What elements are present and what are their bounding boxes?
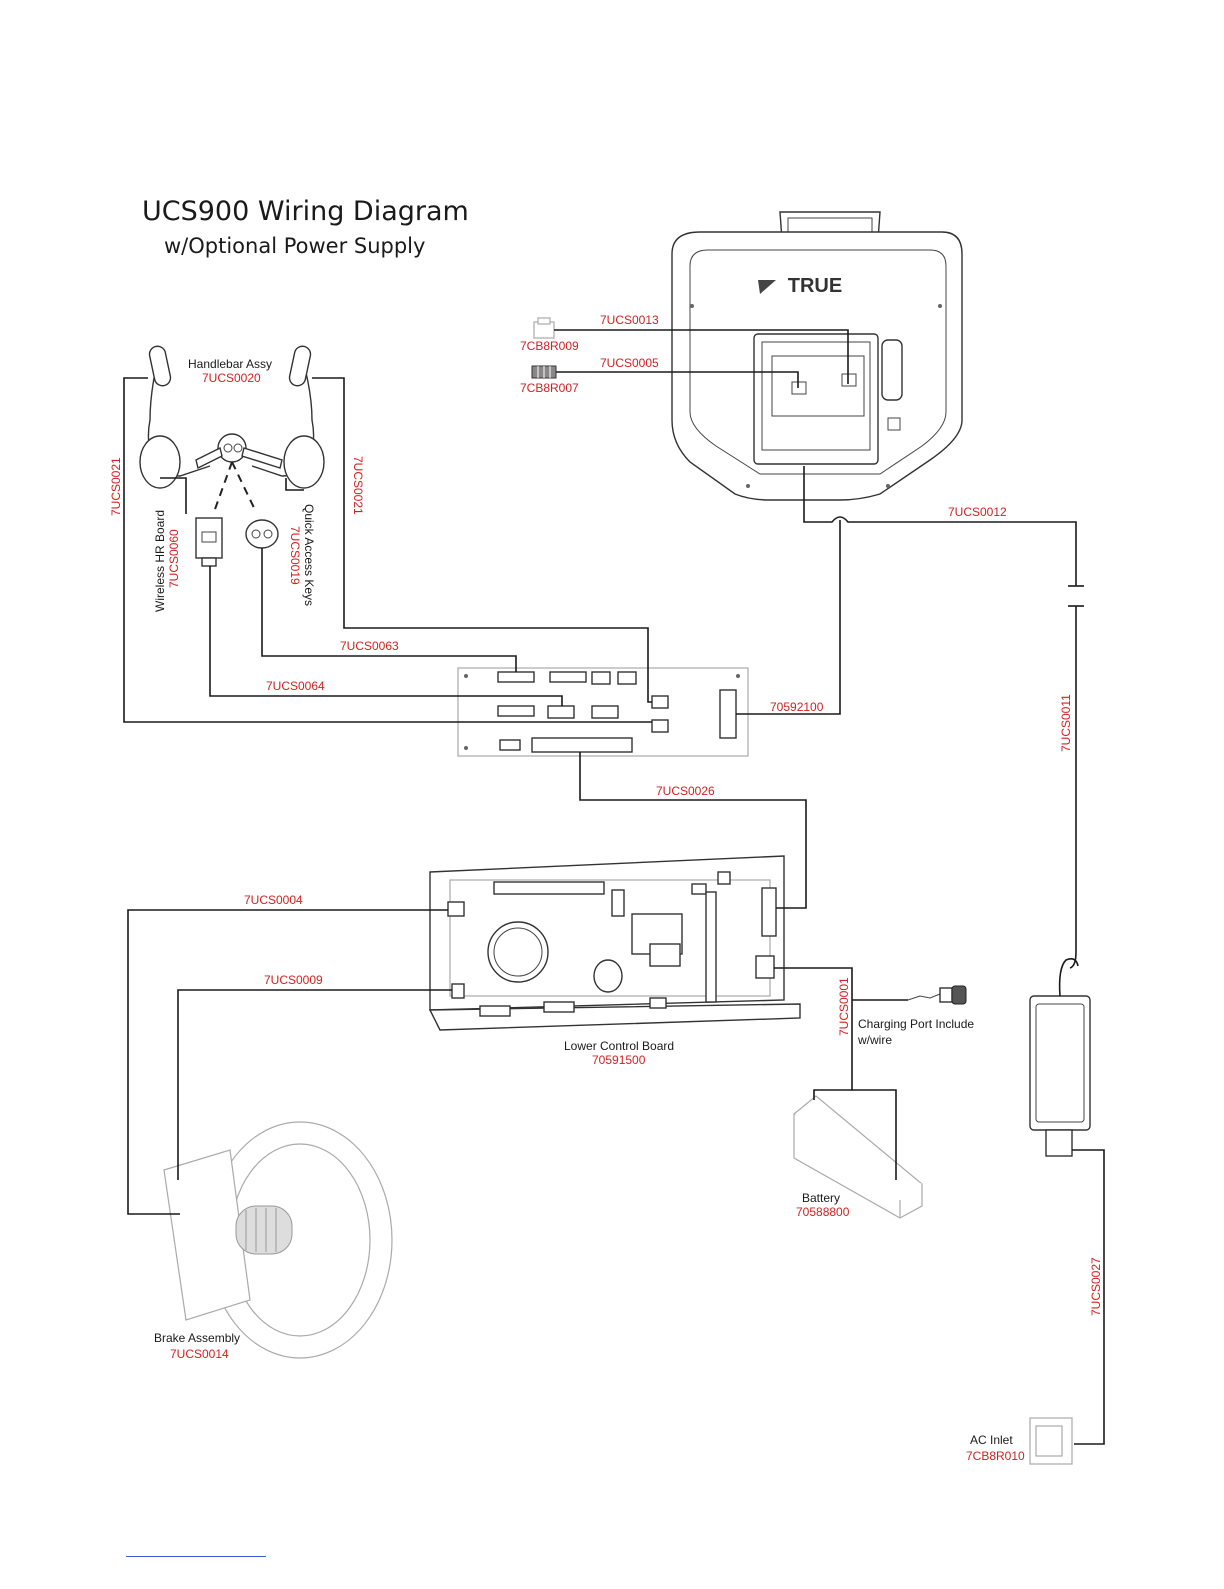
console-logo: TRUE [788,275,842,297]
lower-control-board [428,855,801,1031]
label-ac-inlet: AC Inlet [970,1433,1013,1447]
wire-label-7ucs0027: 7UCS0027 [1089,1257,1103,1316]
part-hr-board: 7UCS0060 [167,529,181,588]
label-quick-access-keys: Quick Access Keys [302,504,316,606]
ac-inlet [1029,1417,1073,1465]
wire-7ucs0005 [556,371,799,388]
wire-label-7ucs0009: 7UCS0009 [264,973,323,987]
brake-assembly [163,1121,393,1359]
part-7cb8r009: 7CB8R009 [520,339,579,353]
wire-label-7ucs0001: 7UCS0001 [837,977,851,1036]
part-7cb8r007: 7CB8R007 [520,381,579,395]
upper-control-board [457,667,749,757]
wire-label-7ucs0063: 7UCS0063 [340,639,399,653]
wire-label-7ucs0021-left: 7UCS0021 [109,457,123,516]
part-battery: 70588800 [796,1205,850,1219]
wire-7ucs0009 [177,989,452,1180]
wire-label-7ucs0013: 7UCS0013 [600,313,659,327]
wireless-hr-board [195,517,223,567]
wire-7ucs0064 [209,566,563,706]
label-wireless-hr-board: Wireless HR Board [153,510,167,612]
wire-label-7ucs0064: 7UCS0064 [266,679,325,693]
power-supply [1029,958,1091,1157]
part-handlebar: 7UCS0020 [202,371,261,385]
battery [793,1095,923,1219]
wire-label-7ucs0011: 7UCS0011 [1059,694,1073,752]
label-charging-port-line1: Charging Port Include [858,1017,974,1031]
label-charging-port-line2: w/wire [857,1033,892,1047]
label-handlebar-assy: Handlebar Assy [188,357,272,371]
part-ac-inlet: 7CB8R010 [966,1449,1025,1463]
label-battery: Battery [802,1191,840,1205]
wire-7ucs0021-right [285,377,652,703]
wire-7ucs0021-left [123,377,652,723]
part-quick-access-keys: 7UCS0019 [288,526,302,585]
console-unit: TRUE [671,211,963,501]
label-brake-assembly: Brake Assembly [154,1331,240,1345]
connector-7cb8r009 [533,317,555,339]
part-lower-control-board: 70591500 [592,1053,646,1067]
logo-mark-icon [758,280,776,294]
footnote-separator [126,1556,266,1557]
wire-label-7ucs0012: 7UCS0012 [948,505,1007,519]
wire-7ucs0004 [127,909,448,1215]
wire-label-7ucs0021-right: 7UCS0021 [351,456,365,515]
wire-7ucs0027 [1072,1149,1105,1445]
connector-7cb8r007 [531,365,557,379]
part-upper-board: 70592100 [770,700,824,714]
wire-7ucs0063 [261,548,517,672]
quick-access-keys [245,519,279,549]
diagram-subtitle: w/Optional Power Supply [164,234,426,258]
wire-label-7ucs0005: 7UCS0005 [600,356,659,370]
label-lower-control-board: Lower Control Board [564,1039,674,1053]
diagram-title: UCS900 Wiring Diagram [142,196,469,227]
wire-label-7ucs0026: 7UCS0026 [656,784,715,798]
wire-7ucs0001 [774,967,908,1180]
wire-7ucs0026 [579,752,807,909]
part-brake-assembly: 7UCS0014 [170,1347,229,1361]
wire-label-7ucs0004: 7UCS0004 [244,893,303,907]
wire-7ucs0011 [1069,606,1077,969]
handlebar-assembly [139,345,325,513]
charging-port [907,985,967,1005]
wire-7ucs0013 [554,329,849,384]
wire-7ucs0012 [736,466,1084,715]
